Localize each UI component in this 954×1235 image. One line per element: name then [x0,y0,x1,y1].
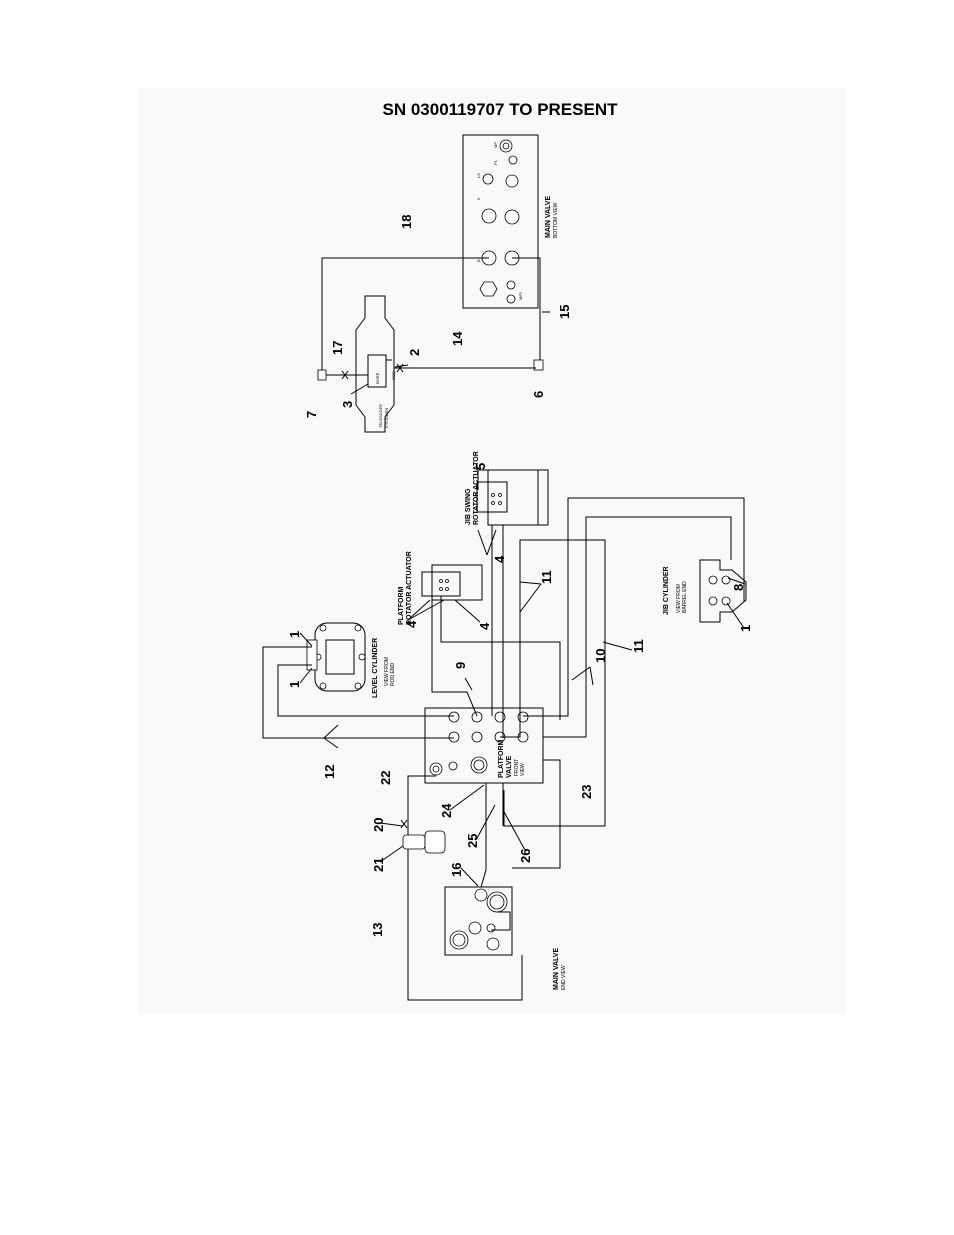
callout-22: 22 [378,771,393,785]
main-valve-bottom-view: MAIN VALVE BOTTOM VIEW MP P1 LS 5 B MP2 [462,134,559,309]
jib-swing-rotator-actuator: JIB SWING ROTATOR ACTUATOR [465,451,539,526]
page-title: SN 0300119707 TO PRESENT [382,100,618,119]
jib-cylinder: JIB CYLINDER VIEW FROM BARREL END [663,559,747,623]
callout-16: 16 [449,863,464,877]
callout-12: 12 [322,765,337,779]
callout-6: 6 [531,391,546,398]
jib-swing-label-2: ROTATOR ACTUATOR [473,451,480,525]
main-valve-end-sublabel: END VIEW [561,965,567,990]
platform-rotator-label-2: ROTATOR ACTUATOR [406,551,413,625]
telescope-hoses [317,257,550,381]
jib-swing-label: JIB SWING [465,488,472,525]
main-valve-end-label: MAIN VALVE [553,948,560,990]
callout-18: 18 [399,215,414,229]
port-label: MP2 [518,291,523,300]
callout-1c: 1 [738,625,753,632]
leader-lines [299,364,746,887]
platform-valve: PLATFORM VALVE FRONT VIEW [424,707,544,784]
port-label: BORE [375,372,380,384]
hose-routing [262,469,745,1001]
callouts: 1 1 1 2 3 4 4 4 5 6 7 8 9 10 11 11 12 13… [287,215,753,937]
port-label: P1 [493,159,498,165]
callout-17: 17 [330,341,345,355]
callout-11b: 11 [631,639,646,653]
callout-2: 2 [407,349,422,356]
port-label: ROD [391,371,396,380]
callout-8: 8 [731,584,746,591]
telescope-label: TELESCOPE [378,404,383,428]
port-label: MP [493,142,498,148]
main-valve-bottom-sublabel: BOTTOM VIEW [553,202,559,238]
level-cylinder-label: LEVEL CYLINDER [372,638,379,698]
callout-20: 20 [371,818,386,832]
callout-15: 15 [557,305,572,319]
telescope-label-2: CYLINDER [384,408,389,428]
platform-valve-label: PLATFORM [498,739,505,778]
callout-4a: 4 [492,555,507,563]
telescope-cylinder: TELESCOPE CYLINDER BORE ROD [355,295,396,433]
platform-rotator-label: PLATFORM [398,586,405,625]
callout-5: 5 [473,463,488,470]
callout-11a: 11 [539,570,554,584]
callout-9: 9 [453,662,468,669]
level-cylinder-sublabel: VIEW FROM [384,657,390,686]
callout-1a: 1 [287,631,302,638]
callout-10: 10 [593,649,608,663]
callout-3: 3 [340,401,355,408]
jib-cylinder-label: JIB CYLINDER [663,566,670,615]
jib-cylinder-sublabel-2: BARREL END [682,581,688,613]
filter [402,830,446,854]
main-valve-bottom-label: MAIN VALVE [545,196,552,238]
level-cylinder-sublabel-2: ROD END [390,663,396,686]
callout-26: 26 [518,849,533,863]
platform-valve-sublabel-2: VIEW [520,763,526,776]
callout-14: 14 [450,331,465,346]
callout-4c: 4 [477,622,492,630]
port-label: LS [476,173,481,178]
callout-21: 21 [371,858,386,872]
jib-cylinder-sublabel: VIEW FROM [676,584,682,613]
level-cylinder: LEVEL CYLINDER VIEW FROM ROD END [306,622,396,698]
callout-4b: 4 [404,620,419,628]
callout-7: 7 [304,411,319,418]
port-label: 5 [476,197,481,200]
callout-1b: 1 [287,681,302,688]
port-label: B [476,259,481,262]
platform-rotator-actuator: PLATFORM ROTATOR ACTUATOR [398,551,483,625]
main-valve-end-view: MAIN VALVE END VIEW [444,886,567,990]
platform-valve-sublabel: FRONT [514,759,520,776]
callout-24: 24 [439,803,454,818]
platform-valve-label-2: VALVE [506,755,513,778]
callout-25: 25 [465,834,480,848]
callout-23: 23 [579,785,594,799]
callout-13: 13 [370,923,385,937]
